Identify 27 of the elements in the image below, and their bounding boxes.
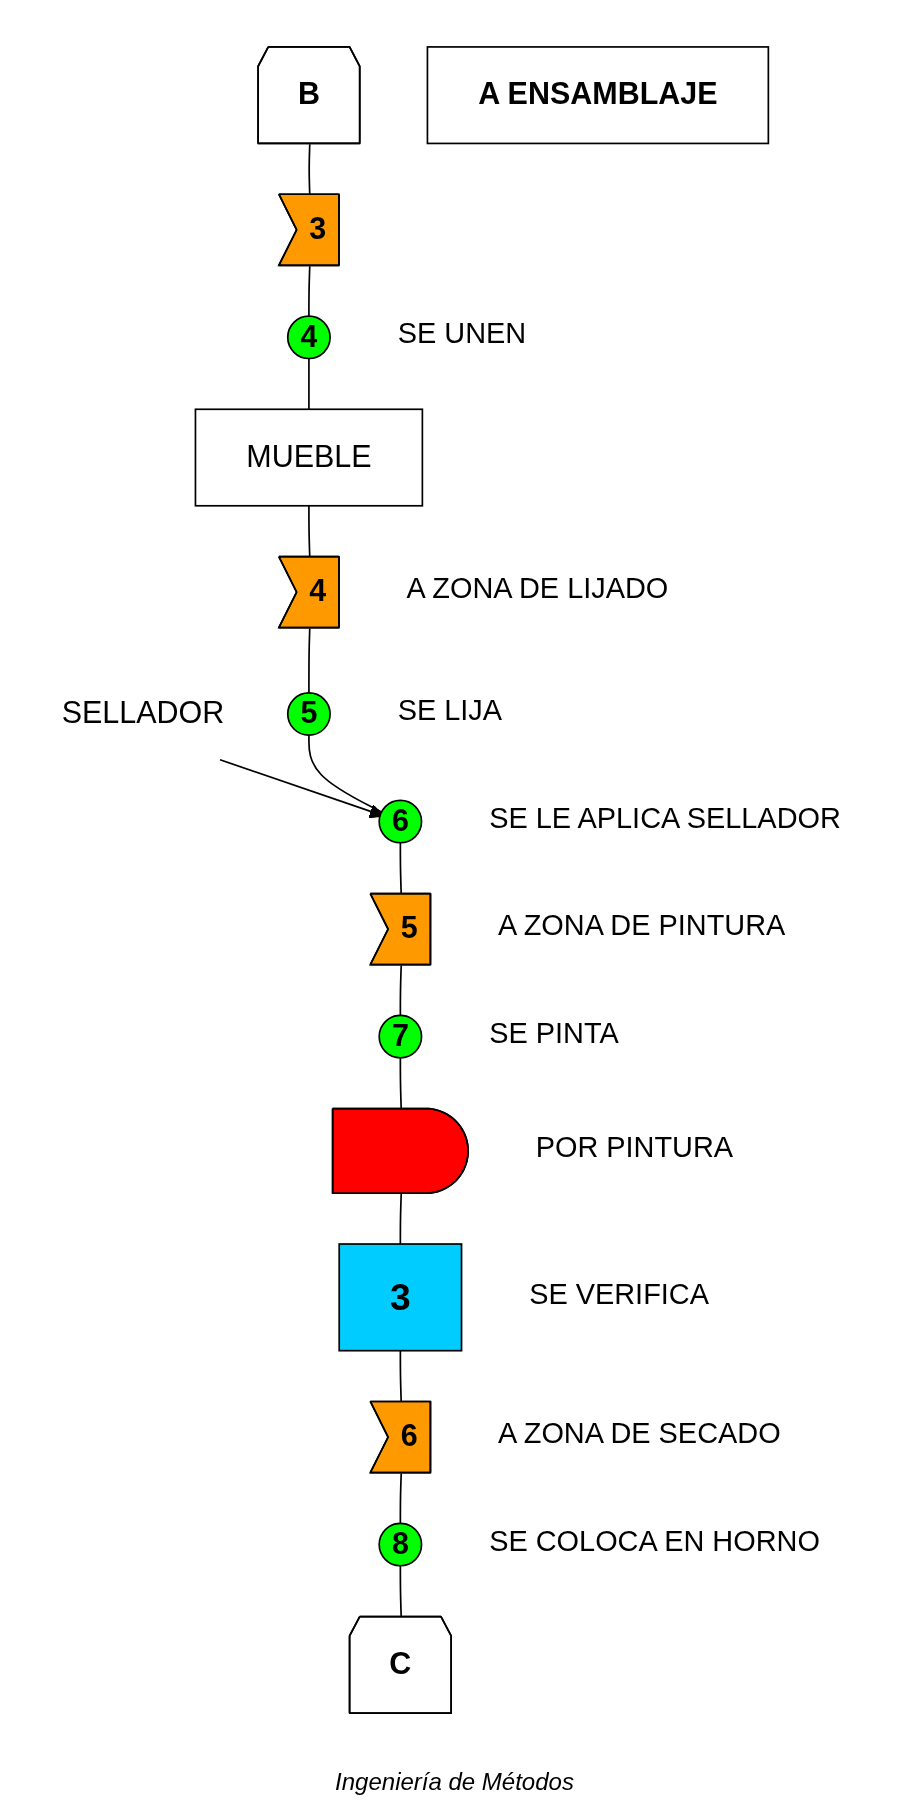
step-description: A ZONA DE SECADO xyxy=(498,1419,781,1449)
node-text: SELLADOR xyxy=(61,696,225,731)
node-box: 3 xyxy=(338,1243,463,1352)
node-circle: 4 xyxy=(286,315,331,360)
step-description: SE PINTA xyxy=(489,1018,619,1048)
step-description: SE COLOCA EN HORNO xyxy=(489,1526,820,1556)
node-box: MUEBLE xyxy=(194,408,424,507)
step-description: A ZONA DE PINTURA xyxy=(498,911,786,941)
step-description: A ZONA DE LIJADO xyxy=(406,574,669,604)
connector xyxy=(399,1472,402,1525)
connector xyxy=(307,357,310,411)
node-circle: 5 xyxy=(286,692,331,737)
step-description: SE LIJA xyxy=(397,696,503,726)
step-description: POR PINTURA xyxy=(535,1133,734,1162)
connector xyxy=(307,265,311,317)
connector xyxy=(307,627,311,694)
connector xyxy=(399,1193,402,1245)
caption: Ingeniería de Métodos xyxy=(334,1768,575,1796)
connector xyxy=(399,964,402,1017)
step-description: SE VERIFICA xyxy=(529,1279,709,1309)
node-circle: 6 xyxy=(378,799,423,844)
connector xyxy=(307,734,383,813)
node-circle: 7 xyxy=(378,1014,423,1059)
step-description: SE LE APLICA SELLADOR xyxy=(489,803,841,833)
node-box: A ENSAMBLAJE xyxy=(426,46,770,145)
node-circle: 8 xyxy=(378,1522,423,1567)
step-description: SE UNEN xyxy=(397,319,527,349)
